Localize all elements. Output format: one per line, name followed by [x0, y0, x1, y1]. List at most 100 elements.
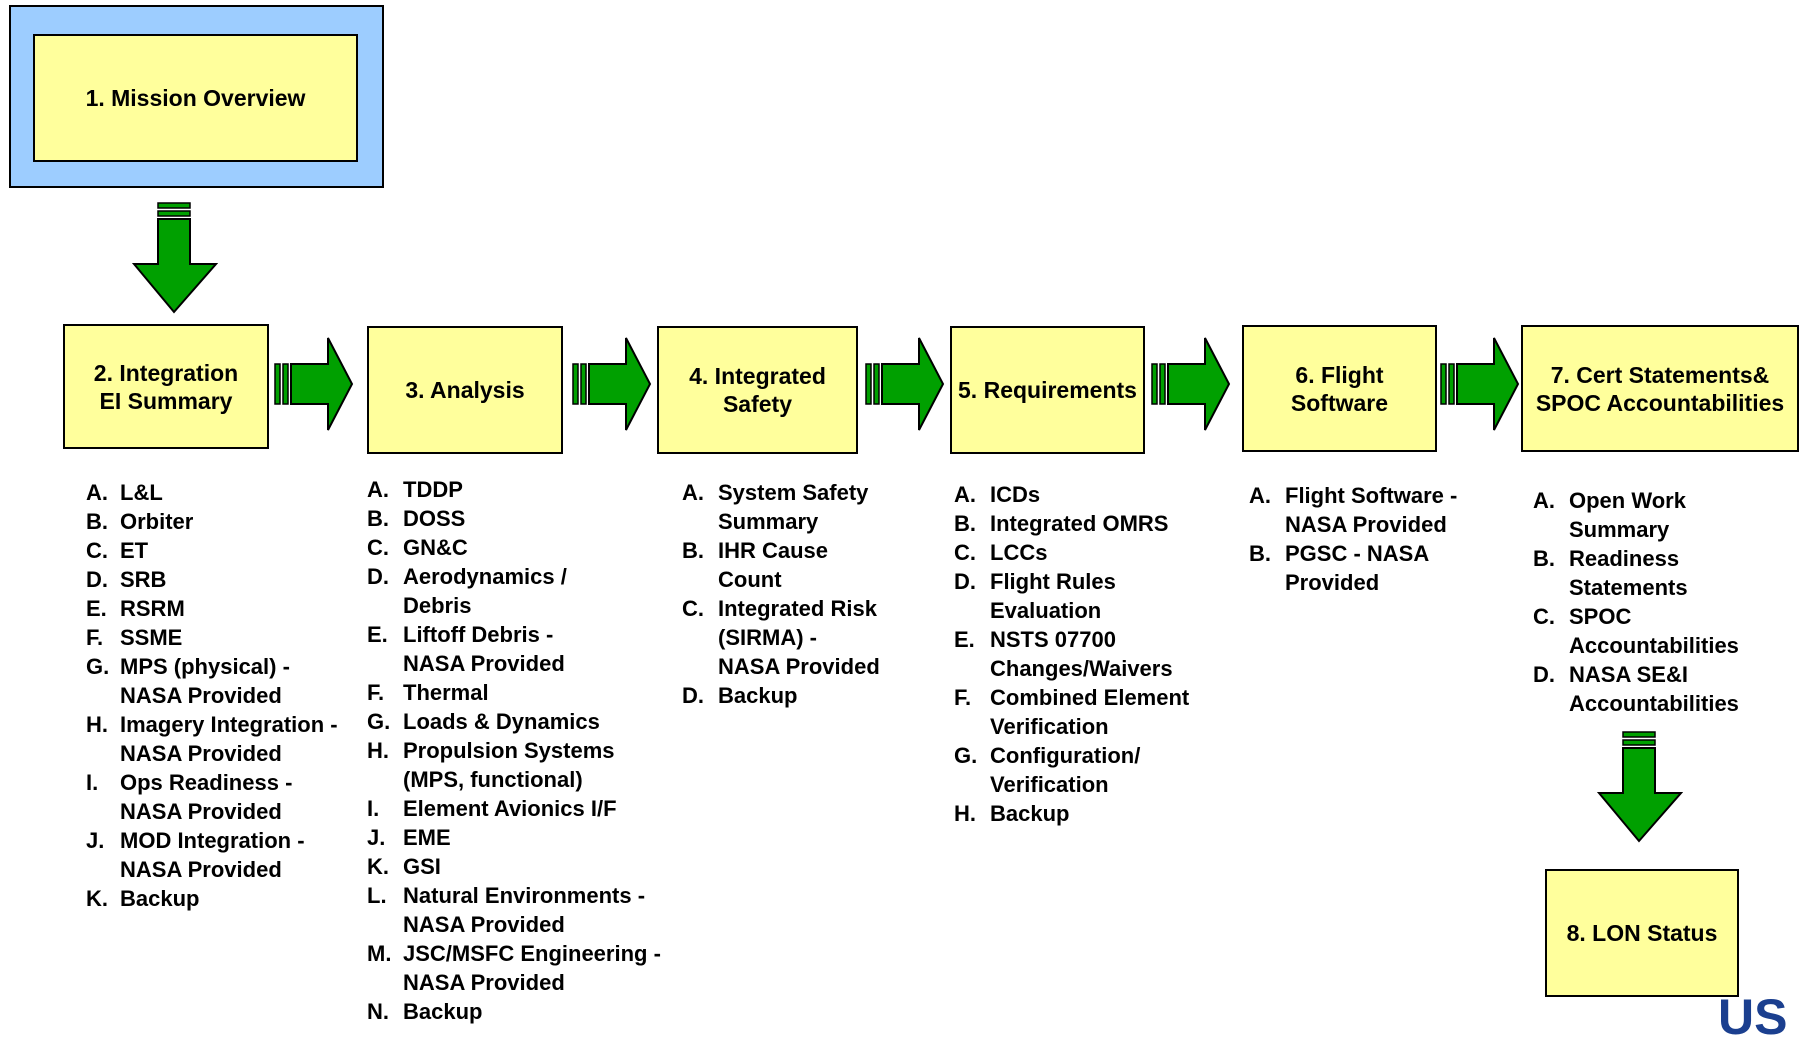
list-item-text: RSRM [120, 596, 185, 621]
list-item-text: Thermal [403, 680, 489, 705]
stage-box-cert-statements[interactable]: 7. Cert Statements& SPOC Accountabilitie… [1521, 325, 1799, 452]
list-item: N.Backup [367, 997, 661, 1026]
list-item-text: Readiness Statements [1569, 546, 1688, 600]
list-item-marker: D. [86, 567, 108, 592]
lon-status-box[interactable]: 8. LON Status [1545, 869, 1739, 997]
list-item-marker: B. [954, 511, 976, 536]
list-item-text: Combined Element Verification [990, 685, 1190, 739]
list-item: E.NSTS 07700 Changes/Waivers [954, 625, 1189, 683]
list-item: B.Integrated OMRS [954, 509, 1189, 538]
list-item-text: MOD Integration - NASA Provided [120, 828, 305, 882]
list-item-marker: C. [682, 596, 704, 621]
list-item-text: Backup [990, 801, 1070, 826]
list-item-marker: B. [1533, 546, 1555, 571]
list-item-marker: A. [682, 480, 704, 505]
list-item-marker: K. [367, 854, 389, 879]
list-item-marker: G. [367, 709, 391, 734]
list-item-marker: B. [367, 506, 389, 531]
list-item-text: EME [403, 825, 451, 850]
list-item: E. RSRM [86, 594, 338, 623]
list-item-text: Liftoff Debris - NASA Provided [403, 622, 565, 676]
list-item-text: GSI [403, 854, 441, 879]
list-item: H.Propulsion Systems (MPS, functional) [367, 736, 661, 794]
right-arrow-3 [865, 337, 945, 431]
list-item-text: LCCs [990, 540, 1048, 565]
stage-box-requirements[interactable]: 5. Requirements [950, 326, 1145, 454]
right-arrow-2 [572, 337, 652, 431]
list-item-text: PGSC - NASA Provided [1285, 541, 1430, 595]
list-item: D. NASA SE&I Accountabilities [1533, 660, 1739, 718]
list-item-text: JSC/MSFC Engineering - NASA Provided [403, 941, 661, 995]
list-item-text: SSME [120, 625, 183, 650]
list-item-marker: I. [86, 770, 99, 795]
list-item-text: NASA SE&I Accountabilities [1569, 662, 1739, 716]
list-item-marker: C. [954, 540, 976, 565]
list-item-marker: A. [1249, 483, 1271, 508]
list-item-marker: A. [954, 482, 976, 507]
list-item: C.GN&C [367, 533, 661, 562]
list-item-marker: N. [367, 999, 389, 1024]
list-item-text: Flight Software - NASA Provided [1285, 483, 1458, 537]
list-item-text: Integrated Risk (SIRMA) - NASA Provided [718, 596, 880, 679]
list-item-marker: M. [367, 941, 392, 966]
list-item: A.Open Work Summary [1533, 486, 1739, 544]
list-item-marker: J. [367, 825, 386, 850]
list-item-text: SRB [120, 567, 167, 592]
list-item: I. Element Avionics I/F [367, 794, 661, 823]
right-arrow-4 [1151, 337, 1231, 431]
list-item-marker: K. [86, 886, 108, 911]
mission-overview-box[interactable]: 1. Mission Overview [33, 34, 358, 162]
list-item-marker: B. [86, 509, 108, 534]
list-item: D. SRB [86, 565, 338, 594]
stage-box-flight-software[interactable]: 6. Flight Software [1242, 325, 1437, 452]
list-item-marker: H. [954, 801, 976, 826]
list-item-marker: A. [86, 480, 108, 505]
list-item: C.ET [86, 536, 338, 565]
list-item-marker: H. [367, 738, 389, 763]
list-item: E. Liftoff Debris - NASA Provided [367, 620, 661, 678]
list-item-marker: D. [954, 569, 976, 594]
list-item-marker: I. [367, 796, 380, 821]
list-item: B.DOSS [367, 504, 661, 533]
list-item-text: TDDP [403, 477, 463, 502]
list-item: C. Integrated Risk (SIRMA) - NASA Provide… [682, 594, 880, 681]
list-item: D.Flight Rules Evaluation [954, 567, 1189, 625]
stage-box-integrated-safety[interactable]: 4. Integrated Safety [657, 326, 858, 454]
list-item-text: Natural Environments - NASA Provided [403, 883, 646, 937]
list-item-text: System Safety Summary [718, 480, 869, 534]
list-item-text: Backup [120, 886, 200, 911]
list-item-marker: E. [86, 596, 107, 621]
list-item: G.MPS (physical) - NASA Provided [86, 652, 338, 710]
list-item: C. LCCs [954, 538, 1189, 567]
list-item: H. Backup [954, 799, 1189, 828]
list-item-marker: D. [1533, 662, 1555, 687]
list-item-marker: F. [954, 685, 972, 710]
list-item-marker: L. [367, 883, 387, 908]
list-item-marker: C. [1533, 604, 1555, 629]
list-item-text: L&L [120, 480, 163, 505]
stage-box-analysis[interactable]: 3. Analysis [367, 326, 563, 454]
list-item-marker: A. [367, 477, 389, 502]
list-item: A. Flight Software - NASA Provided [1249, 481, 1457, 539]
list-item: K. GSI [367, 852, 661, 881]
list-item-marker: C. [86, 538, 108, 563]
list-item: K. Backup [86, 884, 338, 913]
right-arrow-5 [1440, 337, 1520, 431]
list-item: B.PGSC - NASA Provided [1249, 539, 1457, 597]
list-item: B. Readiness Statements [1533, 544, 1739, 602]
list-item-marker: H. [86, 712, 108, 737]
list-item-text: Imagery Integration - NASA Provided [120, 712, 338, 766]
list-item: D.Backup [682, 681, 880, 710]
list-item-marker: D. [367, 564, 389, 589]
list-item-text: Element Avionics I/F [403, 796, 617, 821]
list-item-marker: E. [367, 622, 388, 647]
list-item: A. System Safety Summary [682, 478, 880, 536]
list-item: C.SPOC Accountabilities [1533, 602, 1739, 660]
list-item: G.Configuration/ Verification [954, 741, 1189, 799]
stage-box-integration[interactable]: 2. Integration EI Summary [63, 324, 269, 449]
